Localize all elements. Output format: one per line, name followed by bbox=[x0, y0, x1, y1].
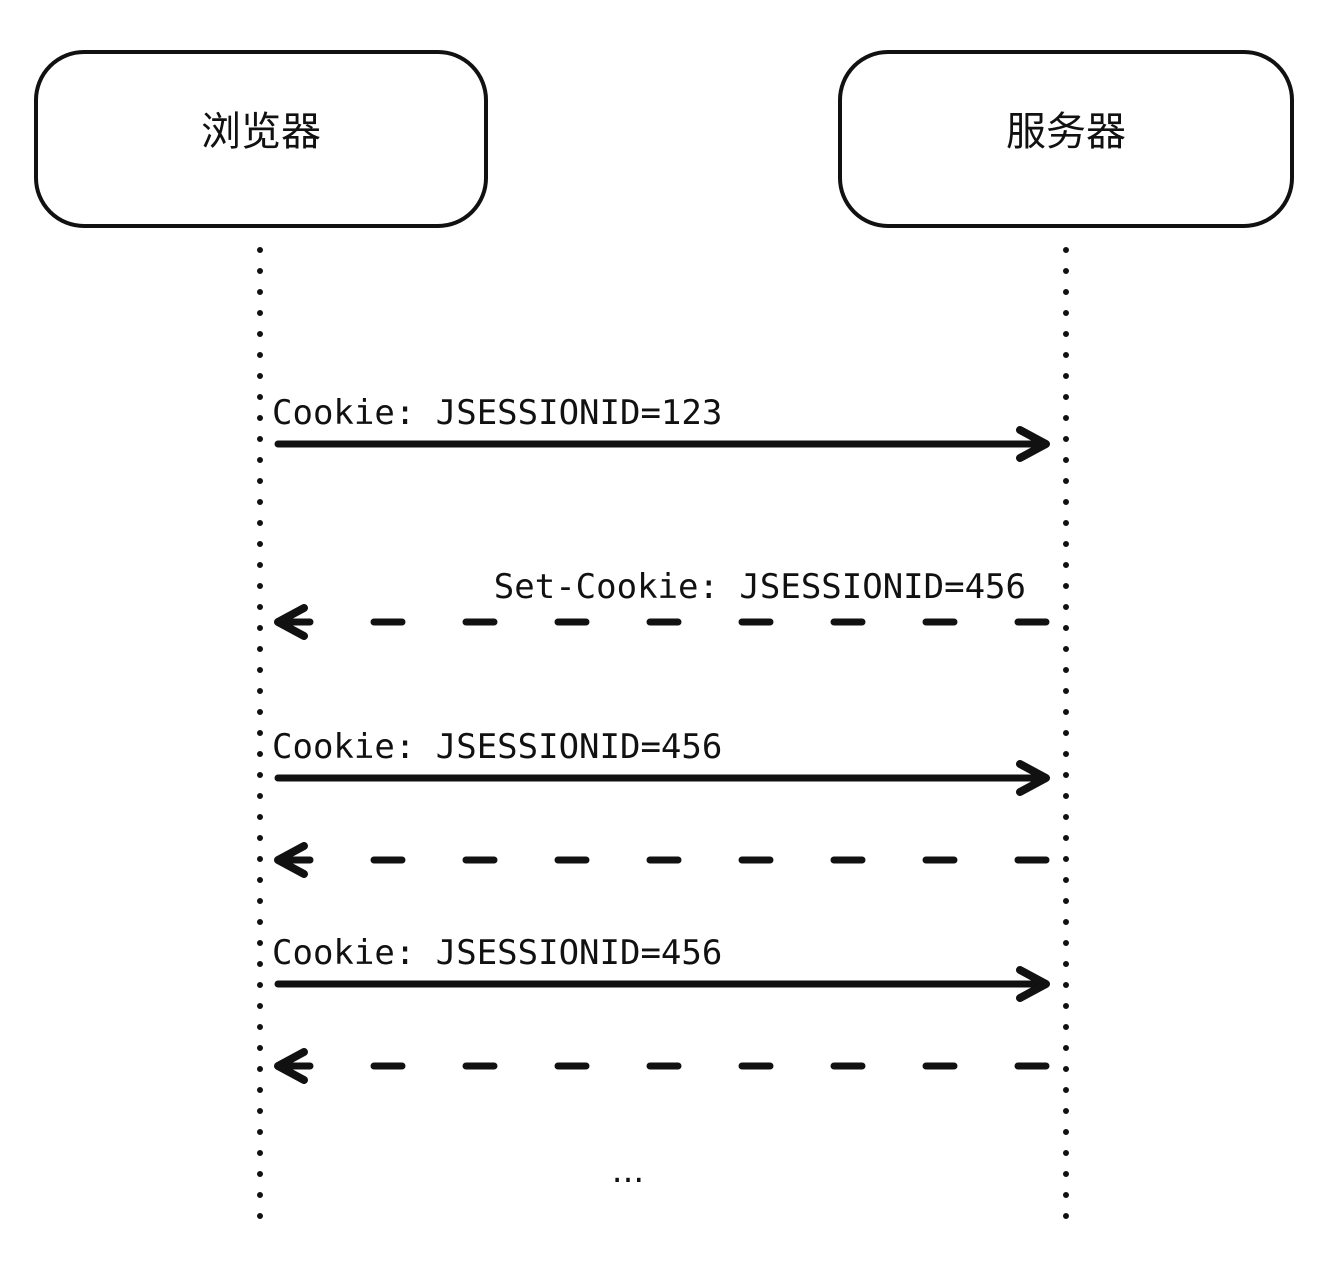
message-5-label: Cookie: JSESSIONID=456 bbox=[272, 933, 722, 973]
message-3-arrowhead bbox=[1016, 760, 1050, 796]
message-6 bbox=[274, 1048, 1050, 1084]
message-1-arrowhead bbox=[1016, 426, 1050, 462]
message-2-arrowhead bbox=[274, 604, 308, 640]
actor-browser-label: 浏览器 bbox=[201, 109, 321, 155]
continuation-ellipsis: ... bbox=[612, 1151, 644, 1191]
message-3-label: Cookie: JSESSIONID=456 bbox=[272, 727, 722, 767]
message-5-arrowhead bbox=[1016, 966, 1050, 1002]
message-5: Cookie: JSESSIONID=456 bbox=[272, 933, 1050, 1002]
message-4-arrowhead bbox=[274, 842, 308, 878]
actor-server-label: 服务器 bbox=[1006, 109, 1126, 155]
actor-server: 服务器 bbox=[838, 50, 1294, 228]
message-1-label: Cookie: JSESSIONID=123 bbox=[272, 393, 722, 433]
actor-browser: 浏览器 bbox=[34, 50, 488, 228]
message-2: Set-Cookie: JSESSIONID=456 bbox=[274, 567, 1050, 640]
message-2-label: Set-Cookie: JSESSIONID=456 bbox=[494, 567, 1026, 607]
actor-browser-box bbox=[34, 50, 488, 228]
message-4 bbox=[274, 842, 1050, 878]
message-3: Cookie: JSESSIONID=456 bbox=[272, 727, 1050, 796]
actor-server-box bbox=[838, 50, 1294, 228]
message-1: Cookie: JSESSIONID=123 bbox=[272, 393, 1050, 462]
message-6-arrowhead bbox=[274, 1048, 308, 1084]
